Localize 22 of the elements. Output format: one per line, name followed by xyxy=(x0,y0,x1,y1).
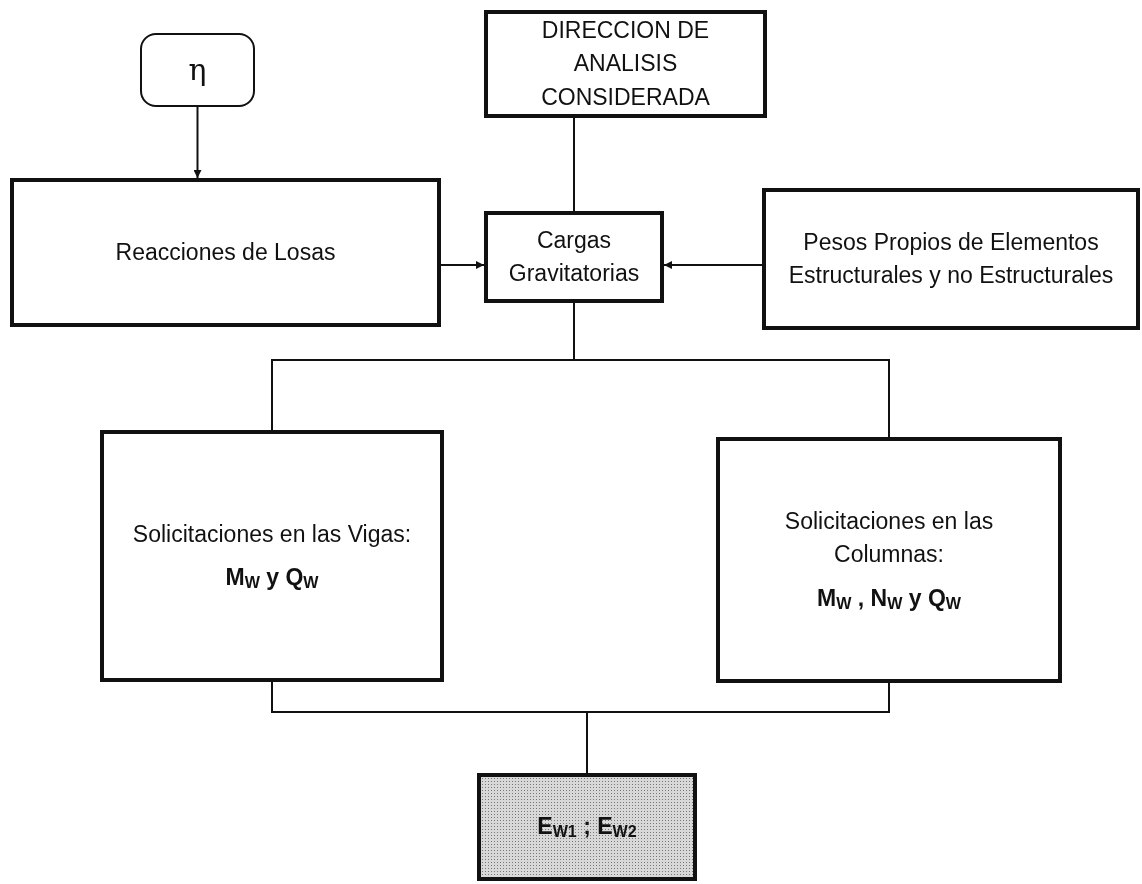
box-label: Solicitaciones en las Columnas: xyxy=(783,506,995,570)
process-box xyxy=(10,178,441,327)
connector-line xyxy=(573,117,575,212)
box-label: Cargas Gravitatorias xyxy=(507,225,641,288)
arrow xyxy=(663,261,763,269)
box-label: Pesos Propios de Elementos Estructurales y no Estructurales xyxy=(787,227,1115,290)
process-box xyxy=(100,430,444,682)
formula-label: M$_{W}$ , N$_{W}$ y Q$_{W}$ xyxy=(817,583,961,614)
process-box xyxy=(762,188,1140,330)
result-box xyxy=(477,773,697,881)
formula-label: M$_{W}$ y Q$_{W}$ xyxy=(225,562,319,594)
arrow xyxy=(440,261,485,269)
box-label: Reacciones de Losas xyxy=(115,237,336,267)
box-label: E$_{W1}$ ; E$_{W2}$ xyxy=(537,812,637,843)
box-label: DIRECCION DE ANALISIS CONSIDERADA xyxy=(540,16,711,112)
process-box xyxy=(484,10,767,118)
box-label: Solicitaciones en las Vigas: xyxy=(132,519,412,549)
process-box xyxy=(484,211,664,303)
process-box xyxy=(716,437,1062,683)
arrow xyxy=(193,106,202,179)
rounded-box xyxy=(140,33,255,107)
symbol-label: η xyxy=(188,51,207,90)
